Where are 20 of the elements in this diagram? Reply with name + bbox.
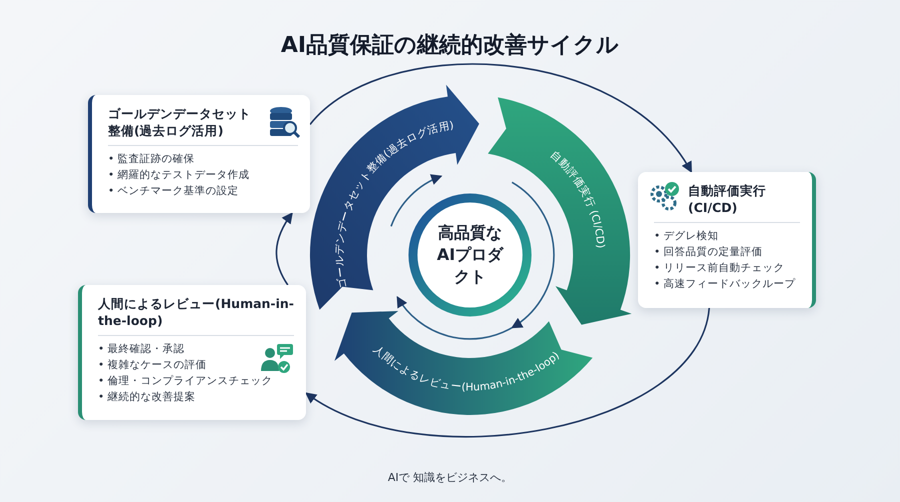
info-card xyxy=(78,285,306,420)
cycle-arrow xyxy=(309,63,692,173)
bullet-item: • ベンチマーク基準の設定 xyxy=(108,184,240,199)
bullet-item: • 監査証跡の確保 xyxy=(108,152,196,167)
bullet-item: • 回答品質の定量評価 xyxy=(654,245,764,260)
info-card xyxy=(88,95,310,213)
bullet-item: • 複雑なケースの評価 xyxy=(98,358,208,373)
cycle-arrow xyxy=(276,212,293,286)
bullet-item: • 網羅的なテストデータ作成 xyxy=(108,168,251,183)
bullet-item: • リリース前自動チェック xyxy=(654,261,786,276)
cycle-arrow xyxy=(305,308,710,438)
card-heading: 人間によるレビュー(Human-in-the-loop) xyxy=(98,295,294,336)
bullet-item: • 高速フィードバックループ xyxy=(654,277,797,292)
bullet-item: • デグレ検知 xyxy=(654,229,720,244)
bullet-item: • 継続的な改善提案 xyxy=(98,390,197,405)
diagram-title: AI品質保証の継続的改善サイクル xyxy=(280,32,620,60)
tagline: AIで 知識をビジネスへ。 xyxy=(386,470,514,485)
bullet-item: • 最終確認・承認 xyxy=(98,342,186,357)
bullet-item: • 倫理・コンプライアンスチェック xyxy=(98,374,274,389)
info-card xyxy=(638,172,816,308)
